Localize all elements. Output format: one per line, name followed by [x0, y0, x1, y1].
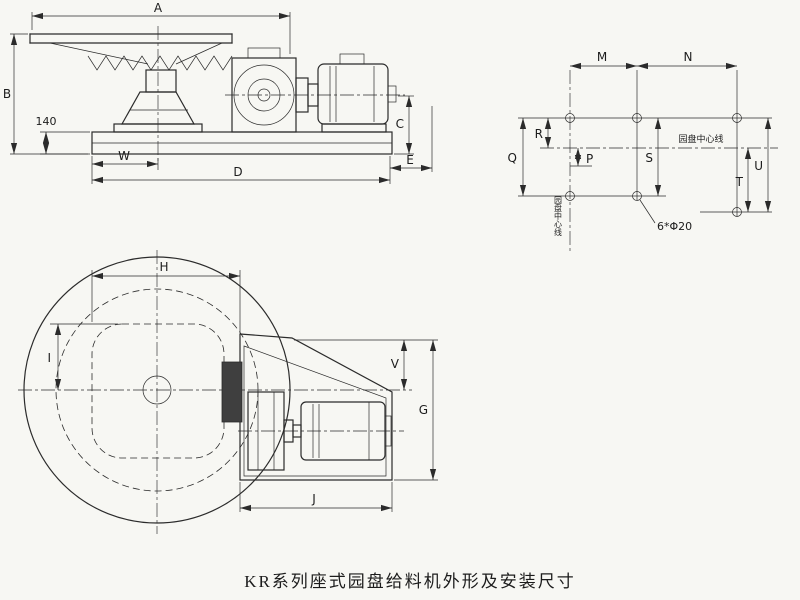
dim-B: B [3, 33, 88, 155]
dim-S-label: S [645, 151, 653, 165]
dim-A: A [31, 1, 291, 54]
dim-V-label: V [391, 357, 400, 371]
dim-D-label: D [233, 165, 242, 179]
gearbox [231, 47, 297, 133]
dim-M: M [570, 50, 637, 70]
holes-note: 6*Φ20 [639, 199, 692, 233]
dim-Q: Q [508, 118, 527, 196]
dim-W: W [91, 149, 159, 170]
dim-R: R [535, 118, 552, 148]
dim-N: N [637, 50, 737, 70]
dim-E-label: E [406, 153, 414, 167]
dim-base-height: 140 [36, 115, 90, 155]
dim-P: P [574, 148, 593, 166]
motor [317, 53, 397, 133]
dim-P-label: P [586, 152, 593, 166]
base-frame [91, 131, 393, 155]
dim-G: G [394, 340, 438, 481]
dim-M-label: M [597, 50, 607, 64]
dim-T: T [735, 148, 752, 212]
dim-G-label: G [419, 403, 428, 417]
dim-C-label: C [396, 117, 404, 131]
dim-B-label: B [3, 87, 11, 101]
dim-V: V [294, 339, 438, 390]
motor-plan [300, 401, 392, 461]
dim-W-label: W [118, 149, 130, 163]
dim-J: J [239, 482, 393, 512]
dim-S: S [645, 118, 662, 196]
dim-N-label: N [684, 50, 693, 64]
disc-centerline-label: 园盘中心线 [678, 133, 723, 145]
vertical-centerline-label: 园盘中心线 [554, 196, 563, 236]
dim-U: U [754, 118, 772, 212]
anchor-holes [565, 113, 742, 217]
side-elevation-view: A B C 140 W [3, 1, 433, 184]
holes-note-label: 6*Φ20 [657, 220, 692, 233]
dim-T-label: T [735, 175, 744, 189]
dim-H: H [91, 260, 241, 332]
dim-H-label: H [159, 260, 168, 274]
anchor-hole-layout-view: 园盘中心线 园盘中心线 M N Q [508, 50, 778, 252]
dim-I-label: I [47, 351, 51, 365]
dim-D: D [91, 156, 391, 184]
plan-view: H I V G J [18, 250, 438, 534]
disc-plate [29, 33, 233, 71]
dim-C: C [394, 95, 414, 155]
dim-R-label: R [535, 127, 543, 141]
dim-E: E [390, 106, 433, 172]
dim-I: I [47, 323, 118, 390]
drawing-title: KR系列座式园盘给料机外形及安装尺寸 [244, 572, 576, 591]
dim-Q-label: Q [508, 151, 517, 165]
housing [239, 333, 393, 481]
feed-chute-block [221, 361, 243, 423]
dim-A-label: A [154, 1, 163, 15]
dim-U-label: U [754, 159, 763, 173]
dim-base-height-label: 140 [36, 115, 57, 128]
dim-J-label: J [311, 492, 316, 506]
base-hidden-outline [91, 323, 225, 459]
